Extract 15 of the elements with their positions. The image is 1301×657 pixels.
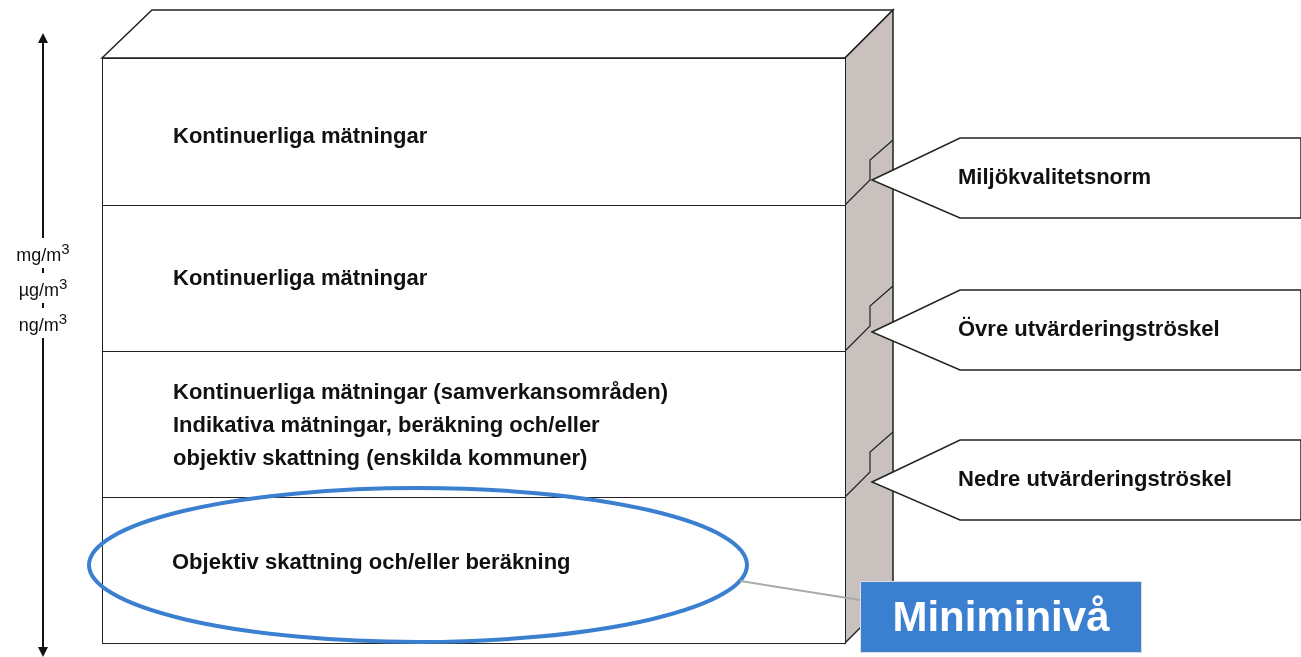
layer-text: Kontinuerliga mätningar <box>173 122 429 150</box>
layer-panel <box>102 58 846 206</box>
layer-text: Kontinuerliga mätningar <box>173 264 429 292</box>
layer-panel <box>102 205 846 352</box>
layer-text: Indikativa mätningar, beräkning och/eller objektiv skattning (enskilda kommuner) <box>173 411 601 472</box>
threshold-text: Nedre utvärderingströskel <box>958 466 1232 492</box>
layer-text: Objektiv skattning och/eller beräkning <box>172 548 571 576</box>
layer-panel <box>102 497 846 644</box>
level-label: Miniminivå <box>860 581 1142 653</box>
threshold-text: Övre utvärderingströskel <box>958 316 1220 342</box>
layer-panel <box>102 351 846 498</box>
leader-line <box>739 580 861 601</box>
layer-text: Kontinuerliga mätningar (samverkansområden) <box>173 378 670 406</box>
threshold-text: Miljökvalitetsnorm <box>958 164 1152 190</box>
highlight-ellipse <box>86 485 750 645</box>
